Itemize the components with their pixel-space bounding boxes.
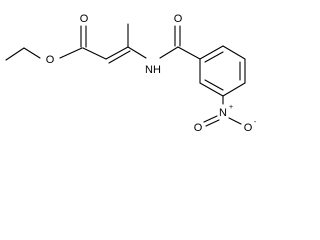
atom-nitro-o-single: O [244, 122, 253, 134]
bond-c3-nh [127, 46, 147, 59]
bond-nh-amide-c [159, 46, 179, 59]
bond-vinyl-double-a [105, 46, 129, 60]
ring-bond-4 [222, 82, 246, 97]
bond-carbonyl-c-vinyl-c [82, 47, 107, 60]
ring-inner-bond-a [204, 51, 224, 63]
ring-bond-2 [222, 45, 246, 60]
atom-nitro-n: N [219, 107, 227, 119]
ring-bond-5 [199, 82, 224, 97]
bond-ester-o-carbonyl-c [59, 47, 83, 59]
atom-ester-ether-o: O [46, 54, 55, 66]
atom-ester-carbonyl-o: O [80, 13, 89, 25]
ring-bond-1 [199, 45, 224, 60]
atom-nitro-o-charge: - [254, 119, 257, 126]
bond-nitro-n-single-o [228, 117, 242, 125]
bond-ethyl-ch3-ch2 [5, 47, 25, 61]
chemical-structure-diagram: O O NH O N + O O - [5, 13, 257, 134]
ring-inner-bond-c [204, 79, 224, 91]
bond-nitro-n-double-o-b [205, 119, 220, 127]
bond-vinyl-double-b [108, 50, 131, 64]
atom-amide-nh: NH [145, 64, 161, 76]
atom-nitro-n-charge: + [229, 104, 233, 111]
bond-ethyl-ch2-o [23, 47, 41, 59]
atom-nitro-o-double: O [194, 122, 203, 134]
atom-amide-carbonyl-o: O [174, 13, 183, 25]
bond-amide-c-ring [177, 46, 201, 60]
bond-nitro-n-double-o-a [203, 115, 218, 123]
